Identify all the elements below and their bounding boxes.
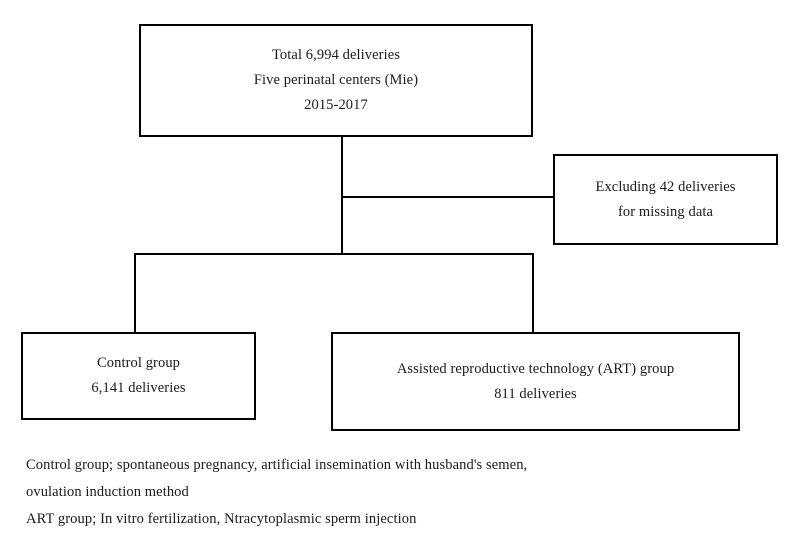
excluded-line-1: Excluding 42 deliveries xyxy=(595,178,736,195)
art-group-line-1: Assisted reproductive technology (ART) g… xyxy=(396,360,675,377)
total-deliveries-line-1: Total 6,994 deliveries xyxy=(271,47,401,63)
footnote-control-group: Control group; spontaneous pregnancy, ar… xyxy=(26,457,528,473)
art-group-line-2: 811 deliveries xyxy=(494,385,577,402)
connector-split-bar xyxy=(134,253,534,255)
total-deliveries-line-2: Five perinatal centers (Mie) xyxy=(253,72,419,88)
control-group-line-2: 6,141 deliveries xyxy=(91,380,186,396)
connector-to-excluded-box xyxy=(341,196,554,198)
total-deliveries-box: Total 6,994 deliveries Five perinatal ce… xyxy=(139,24,533,137)
art-group-box: Assisted reproductive technology (ART) g… xyxy=(331,332,740,431)
footnote-control-group-continued: ovulation induction method xyxy=(26,484,189,500)
connector-drop-to-art-group xyxy=(532,253,534,334)
excluded-line-2: for missing data xyxy=(617,203,714,220)
total-deliveries-line-3: 2015-2017 xyxy=(304,97,368,113)
control-group-box: Control group 6,141 deliveries xyxy=(21,332,256,420)
excluded-box: Excluding 42 deliveries for missing data xyxy=(553,154,778,245)
control-group-line-1: Control group xyxy=(96,355,181,371)
connector-drop-to-control-group xyxy=(134,253,136,334)
footnotes: Control group; spontaneous pregnancy, ar… xyxy=(26,452,766,533)
footnote-art-group: ART group; In vitro fertilization, Ntrac… xyxy=(26,511,417,527)
